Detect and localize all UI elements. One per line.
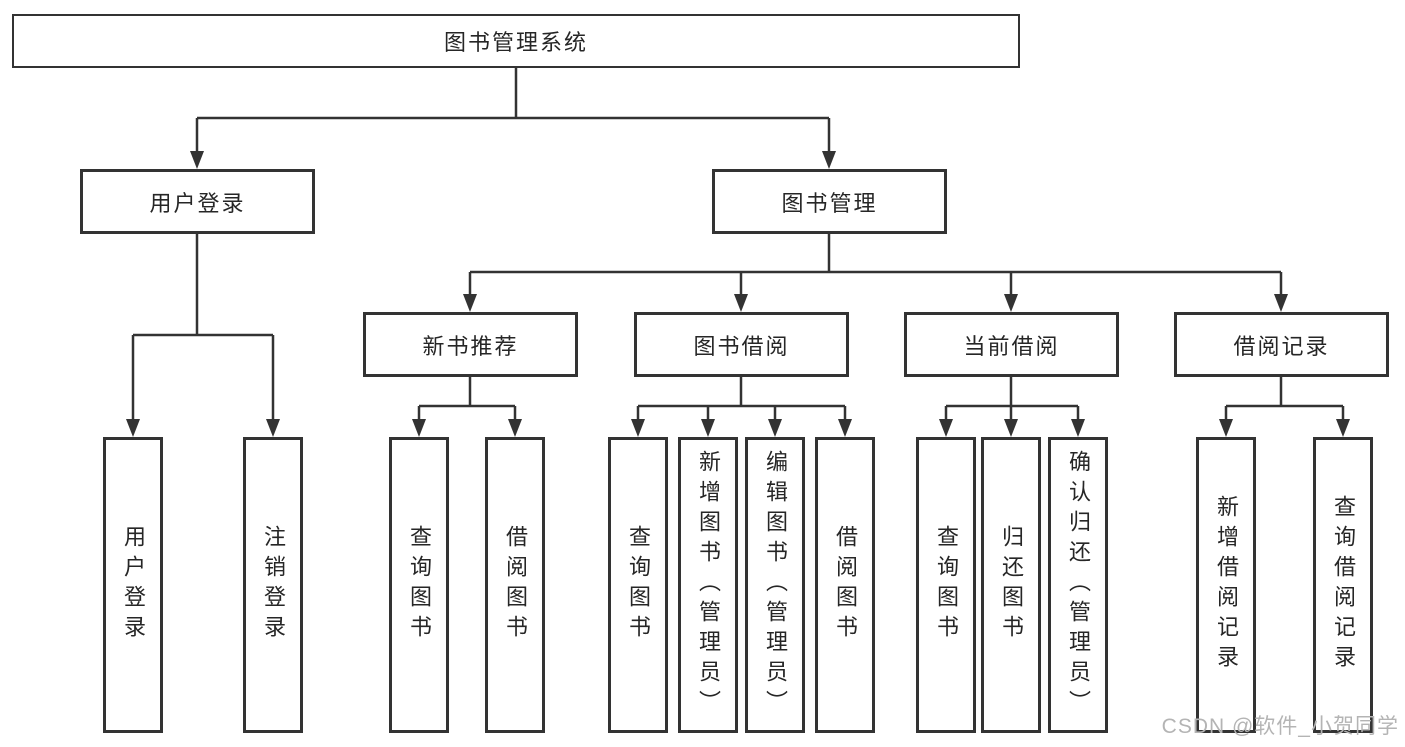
node-current-borrow: 当前借阅 xyxy=(904,312,1119,377)
node-label: 借阅图书 xyxy=(503,525,528,645)
node-label: 新书推荐 xyxy=(422,333,519,359)
leaf-query-books-3: 查询图书 xyxy=(916,437,976,733)
node-label: 编辑图书（管理员） xyxy=(763,450,788,720)
node-label: 新增图书（管理员） xyxy=(696,450,721,720)
node-label: 查询图书 xyxy=(407,525,432,645)
leaf-borrow-books-1: 借阅图书 xyxy=(485,437,545,733)
leaf-return-books: 归还图书 xyxy=(981,437,1041,733)
node-label: 图书借阅 xyxy=(693,333,790,359)
leaf-query-books-1: 查询图书 xyxy=(389,437,449,733)
node-label: 查询借阅记录 xyxy=(1331,495,1356,675)
connector-root-to-level2 xyxy=(195,68,831,152)
node-label: 借阅图书 xyxy=(833,525,858,645)
connector-book-management-to-level3 xyxy=(468,234,1283,295)
arrowheads xyxy=(126,151,1350,437)
node-new-book-recommend: 新书推荐 xyxy=(363,312,578,377)
leaf-logout: 注销登录 xyxy=(243,437,303,733)
leaf-borrow-books-2: 借阅图书 xyxy=(815,437,875,733)
connector-current-borrow-children xyxy=(944,377,1080,420)
node-label: 用户登录 xyxy=(121,525,146,645)
connector-new-book-children xyxy=(417,377,517,420)
leaf-confirm-return-admin: 确认归还（管理员） xyxy=(1048,437,1108,733)
leaf-add-borrow-record: 新增借阅记录 xyxy=(1196,437,1256,733)
node-label: 借阅记录 xyxy=(1233,333,1330,359)
csdn-watermark: CSDN @软件_小贺同学 xyxy=(1161,715,1399,738)
node-label: 新增借阅记录 xyxy=(1214,495,1239,675)
leaf-add-book-admin: 新增图书（管理员） xyxy=(678,437,738,733)
node-label: 查询图书 xyxy=(626,525,651,645)
leaf-edit-book-admin: 编辑图书（管理员） xyxy=(745,437,805,733)
node-book-borrow: 图书借阅 xyxy=(634,312,849,377)
node-borrow-records: 借阅记录 xyxy=(1174,312,1389,377)
node-label: 当前借阅 xyxy=(963,333,1060,359)
node-label: 确认归还（管理员） xyxy=(1066,450,1091,720)
node-user-login: 用户登录 xyxy=(80,169,315,234)
node-book-management: 图书管理 xyxy=(712,169,947,234)
node-label: 查询图书 xyxy=(934,525,959,645)
node-label: 图书管理 xyxy=(781,190,878,216)
leaf-query-borrow-record: 查询借阅记录 xyxy=(1313,437,1373,733)
node-root: 图书管理系统 xyxy=(12,14,1020,68)
node-label: 图书管理系统 xyxy=(443,30,588,55)
leaf-user-login: 用户登录 xyxy=(103,437,163,733)
connector-user-login-children xyxy=(131,234,275,420)
leaf-query-books-2: 查询图书 xyxy=(608,437,668,733)
connector-borrow-record-children xyxy=(1224,377,1345,420)
node-label: 注销登录 xyxy=(261,525,286,645)
connector-book-borrow-children xyxy=(636,377,847,420)
node-label: 归还图书 xyxy=(999,525,1024,645)
node-label: 用户登录 xyxy=(149,190,246,216)
